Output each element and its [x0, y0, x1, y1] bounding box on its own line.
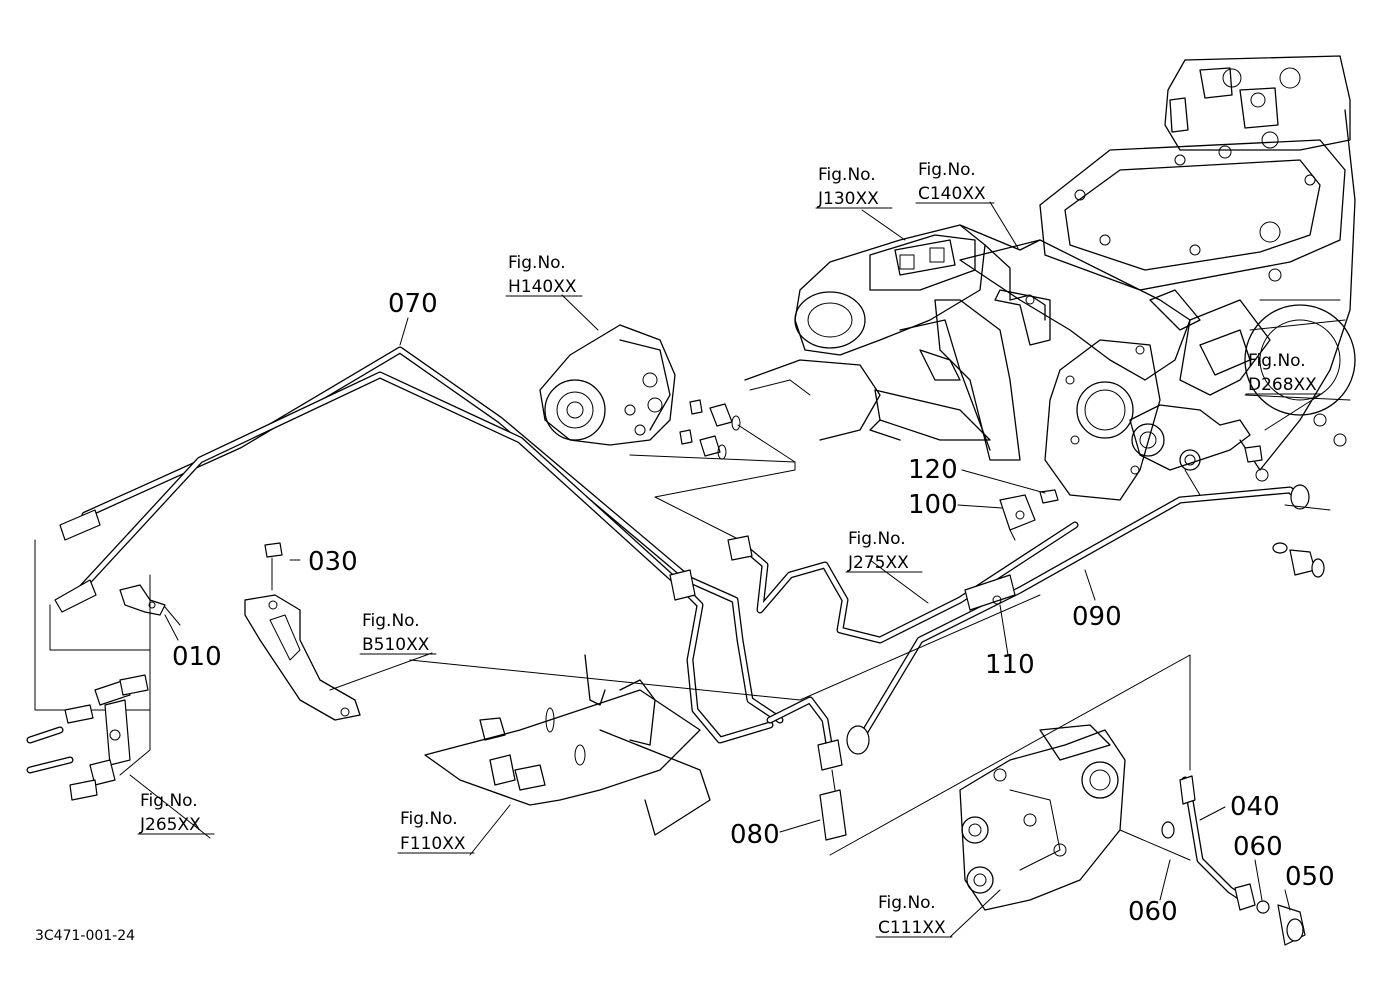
- control-valve-c111: [959, 724, 1191, 911]
- clamp-010: [119, 584, 181, 626]
- fig-prefix-j265: Fig.No.: [140, 791, 198, 811]
- label-080: 080: [730, 820, 780, 850]
- labels: 070 030 010 120 100 110 090 080 040 060 …: [35, 160, 1335, 944]
- steering-case: [744, 224, 1041, 441]
- hydraulic-pump: [539, 324, 741, 460]
- fig-prefix-c111: Fig.No.: [878, 893, 936, 913]
- pipe-070: [54, 346, 834, 754]
- fitting-080: [817, 739, 847, 841]
- label-050: 050: [1285, 862, 1335, 892]
- fig-ref-j265: J265XX: [139, 815, 201, 835]
- label-090: 090: [1072, 602, 1122, 632]
- tee-j265: [26, 539, 151, 801]
- fig-ref-c111: C111XX: [878, 918, 946, 938]
- assembly-outline: [409, 454, 1191, 856]
- label-010: 010: [172, 642, 222, 672]
- diagram-code: 3C471-001-24: [35, 928, 135, 944]
- label-100: 100: [908, 490, 958, 520]
- fig-prefix-c140: Fig.No.: [918, 160, 976, 180]
- leader-lines: [129, 201, 1321, 938]
- fig-prefix-d268: Fig.No.: [1248, 351, 1306, 371]
- label-060-right: 060: [1233, 832, 1283, 862]
- fig-ref-b510: B510XX: [362, 635, 430, 655]
- bracket-100: [999, 489, 1059, 541]
- bracket-b510: [244, 542, 361, 721]
- label-060-left: 060: [1128, 897, 1178, 927]
- pump-outline-line: [654, 424, 796, 541]
- floor-plate-f110: [424, 654, 711, 836]
- label-120: 120: [908, 455, 958, 485]
- fig-prefix-j130: Fig.No.: [818, 165, 876, 185]
- fig-prefix-h140: Fig.No.: [508, 253, 566, 273]
- fig-ref-h140: H140XX: [508, 277, 577, 297]
- label-040: 040: [1230, 792, 1280, 822]
- pipe-040: [1161, 775, 1306, 946]
- fig-ref-d268: D268XX: [1248, 375, 1317, 395]
- fig-ref-j275: J275XX: [847, 553, 909, 573]
- fig-prefix-b510: Fig.No.: [362, 611, 420, 631]
- fig-prefix-j275: Fig.No.: [848, 529, 906, 549]
- valve-d268: [1129, 404, 1325, 578]
- label-110: 110: [985, 650, 1035, 680]
- fig-ref-j130: J130XX: [817, 189, 879, 209]
- transmission-housing: [869, 55, 1356, 501]
- pipe-090: [846, 484, 1331, 755]
- fig-ref-c140: C140XX: [918, 184, 986, 204]
- label-070: 070: [388, 289, 438, 319]
- fig-ref-f110: F110XX: [400, 834, 466, 854]
- clamp-110: [964, 574, 1016, 611]
- pipe-j275: [727, 521, 1079, 644]
- label-030: 030: [308, 547, 358, 577]
- fig-prefix-f110: Fig.No.: [400, 809, 458, 829]
